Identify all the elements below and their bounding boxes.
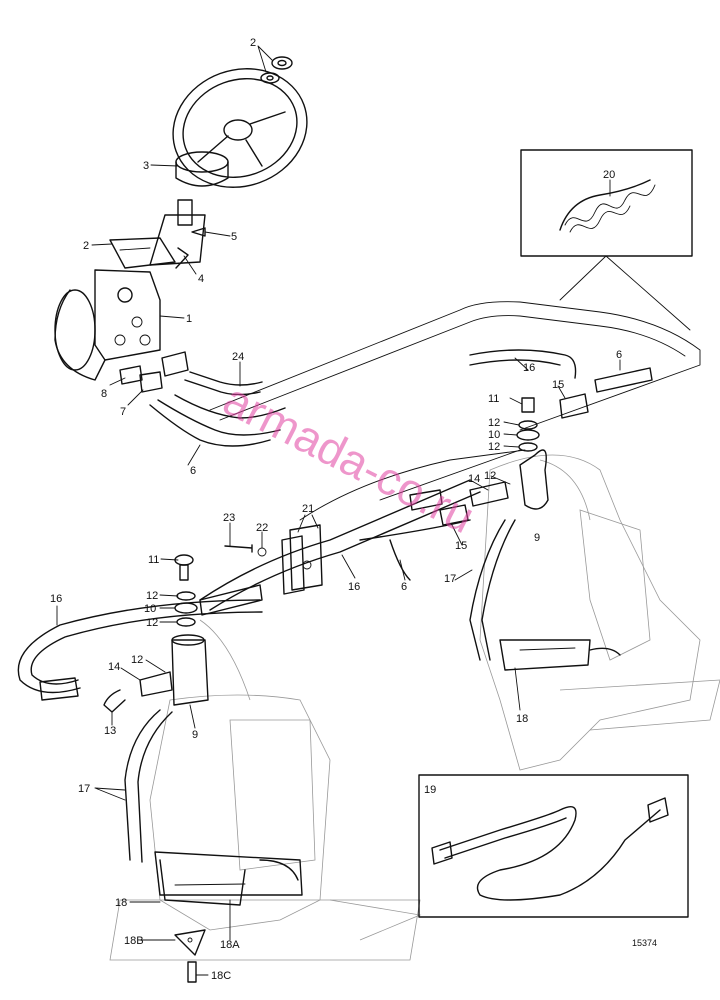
callout-14-right: 14 [468,473,480,485]
callout-11-left: 11 [148,554,159,566]
callout-18C: 18C [211,970,231,982]
callout-15-top: 15 [552,379,564,391]
inset-spring-box [520,149,693,331]
callout-20: 20 [603,169,615,181]
callout-8: 8 [101,388,107,400]
callout-18-left: 18 [115,897,127,909]
callout-17-left: 17 [78,783,90,795]
callout-22: 22 [256,522,268,534]
callout-6-left: 6 [190,465,196,477]
steering-wheel [172,68,308,188]
callout-2-mid: 2 [83,240,89,252]
callout-21: 21 [302,503,314,515]
tube-routing-outline [209,301,701,521]
callout-11-right: 11 [488,393,499,405]
leader-lines [56,45,621,976]
outboard-drive-outlines [109,454,720,961]
callout-16-mid: 16 [348,581,360,593]
callout-23: 23 [223,512,235,524]
callout-7: 7 [120,406,126,418]
callout-12-right-3: 12 [484,470,496,482]
callout-6-right: 6 [616,349,622,361]
callout-24: 24 [232,351,244,363]
hub-cover [175,151,229,187]
helm-pump [54,269,161,381]
callout-19: 19 [424,784,436,796]
callout-1: 1 [186,313,192,325]
callout-12-left-1: 12 [146,590,158,602]
callout-9-left: 9 [192,729,198,741]
callout-15-mid: 15 [455,540,467,552]
pump-fittings [119,351,189,393]
callout-6-mid: 6 [401,581,407,593]
callout-2-top: 2 [250,37,256,49]
callout-10-left: 10 [144,603,156,615]
wheel-nut-washer [260,56,293,84]
callout-3: 3 [143,160,149,172]
inset-hose-box [418,774,689,918]
figure-number: 15374 [632,938,657,948]
callout-16-left: 16 [50,593,62,605]
callout-17-right: 17 [444,573,456,585]
callout-13: 13 [104,725,116,737]
callout-18A: 18A [220,939,240,951]
callout-9-right: 9 [534,532,540,544]
watermark: armada-co.ru [215,373,482,544]
callout-12-right-2: 12 [488,441,500,453]
callout-12-left-2: 12 [146,617,158,629]
helm-shaft-bracket [109,199,206,269]
callout-18-right: 18 [516,713,528,725]
callout-12-right-1: 12 [488,417,500,429]
callout-14-left: 14 [108,661,120,673]
pump-hoses [149,371,286,447]
callout-18B: 18B [124,935,144,947]
callout-labels: 2 3 2 5 4 1 24 8 7 6 20 16 6 15 11 12 10… [50,37,622,982]
hose-16-left [17,599,263,701]
callout-10-right: 10 [488,429,500,441]
callout-4: 4 [198,273,204,285]
left-cylinder-assembly [103,554,303,983]
callout-16-top: 16 [523,362,535,374]
callout-12-left-3: 12 [131,654,143,666]
callout-5: 5 [231,231,237,243]
